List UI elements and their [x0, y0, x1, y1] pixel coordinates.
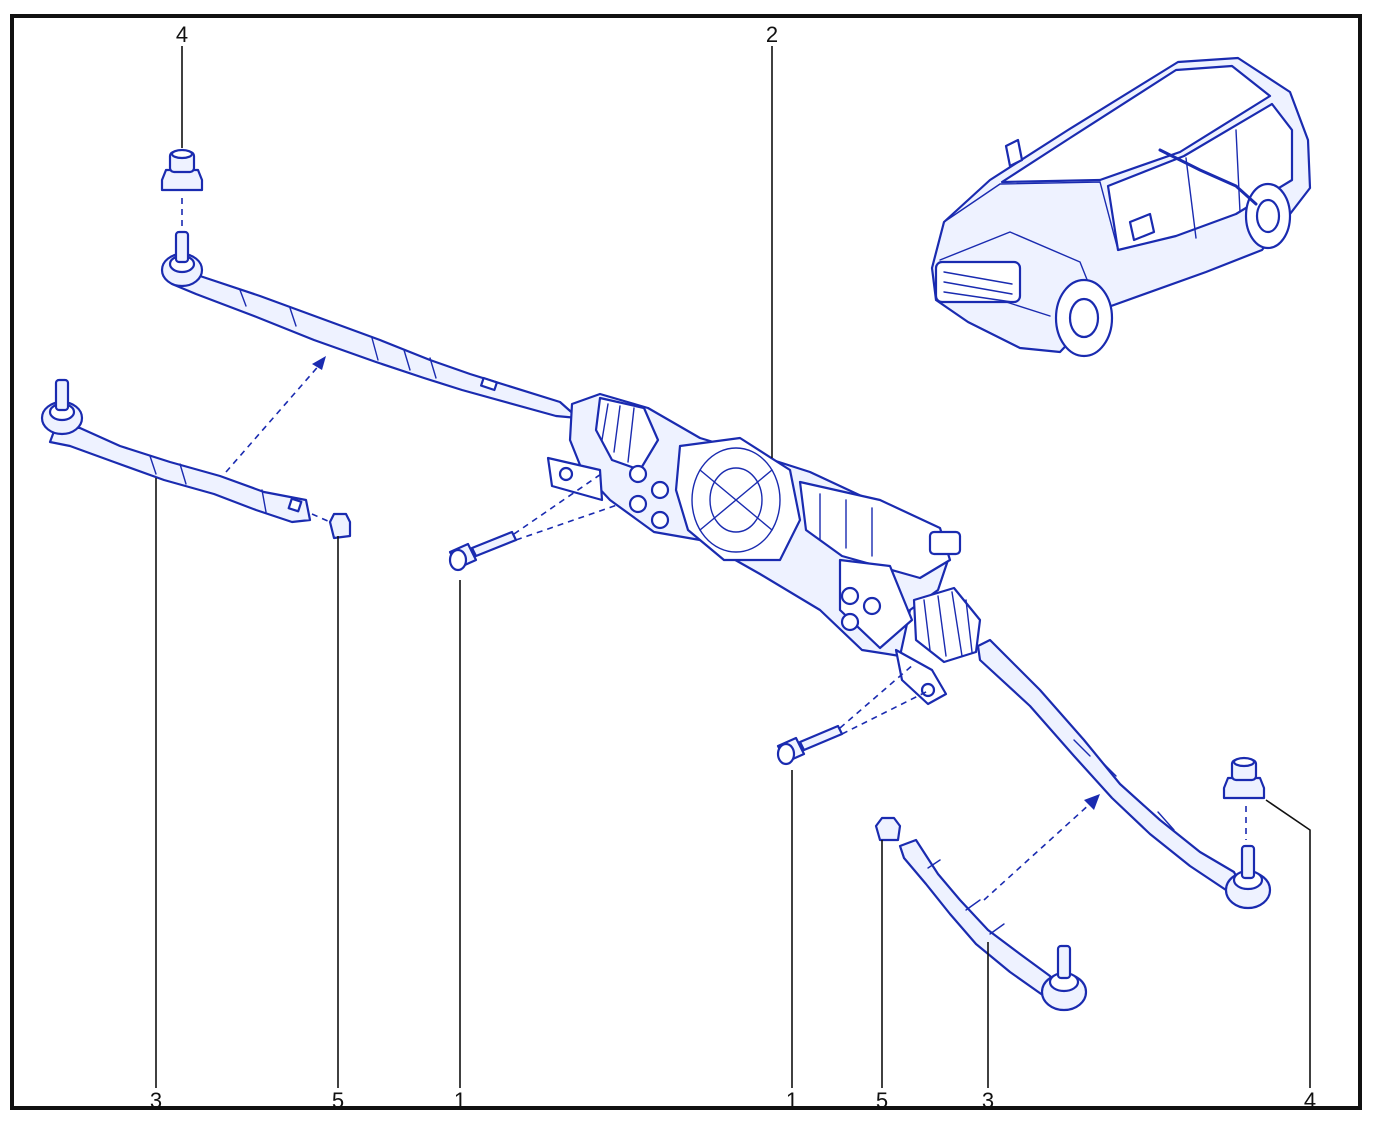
- suv-vehicle-icon: [930, 56, 1312, 358]
- tie-rod-icon: [40, 378, 312, 524]
- callout-5-left: 5: [332, 1088, 344, 1113]
- arrow-head: [1084, 794, 1100, 810]
- bolt-icon: [776, 724, 844, 766]
- callout-3-left: 3: [150, 1088, 162, 1113]
- dashed-guide: [839, 663, 915, 729]
- callout-5-right: 5: [876, 1088, 888, 1113]
- dashed-guide: [515, 503, 621, 541]
- dashed-guide: [225, 361, 323, 473]
- callout-4-top: 4: [176, 22, 188, 47]
- leader-line: [1265, 799, 1311, 1088]
- nut-icon: [328, 512, 352, 540]
- callout-3-right: 3: [982, 1088, 994, 1113]
- callout-4-right: 4: [1304, 1088, 1316, 1113]
- steering-rack-icon: [160, 230, 1272, 910]
- dashed-guide: [841, 689, 931, 735]
- dashed-guide: [311, 513, 331, 523]
- nut-icon: [160, 148, 204, 192]
- bolt-icon: [448, 530, 518, 572]
- dashed-guide: [983, 801, 1093, 901]
- tie-rod-icon: [898, 838, 1088, 1012]
- callout-2: 2: [766, 22, 778, 47]
- diagram-frame: [10, 14, 1362, 1110]
- nut-icon: [1222, 756, 1266, 800]
- arrow-head: [312, 356, 326, 370]
- dashed-guide: [513, 471, 605, 535]
- nut-icon: [874, 816, 902, 842]
- callout-1-right: 1: [786, 1088, 798, 1113]
- callout-1-left: 1: [454, 1088, 466, 1113]
